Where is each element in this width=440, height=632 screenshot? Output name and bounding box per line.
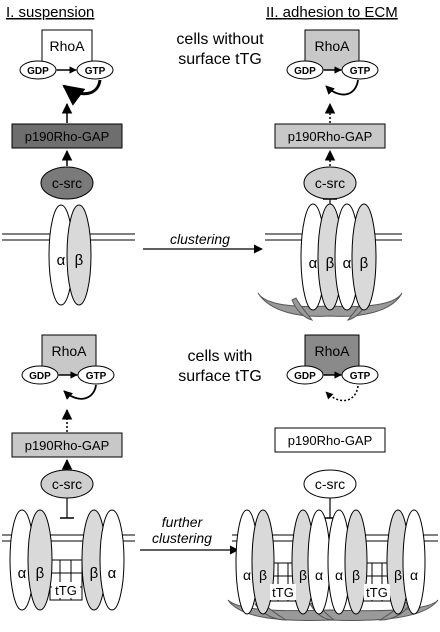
further-clustering-label-line1: further xyxy=(162,514,204,530)
rhoa-label-3: RhoA xyxy=(51,343,87,359)
csrc-ellipse-dark xyxy=(40,166,94,200)
ecm-matrix-2 xyxy=(227,599,439,621)
alpha-label-1: α xyxy=(309,255,318,272)
gdp-ellipse-3 xyxy=(21,365,59,385)
panel-top-left: RhoA GDP GTP p190Rho-GAP c-src α β xyxy=(2,29,135,306)
gap-hydrolysis-arrow-3 xyxy=(63,384,97,400)
alpha-label-2: α xyxy=(343,255,352,272)
gdp-label-3: GDP xyxy=(29,371,51,382)
csrc-label-4: c-src xyxy=(315,476,345,492)
beta-label-1: β xyxy=(326,255,335,272)
beta-label-8: β xyxy=(394,567,402,583)
integrin-alpha-4 xyxy=(99,509,125,611)
integrin-beta xyxy=(66,204,92,306)
csrc-label-2: c-src xyxy=(315,175,345,191)
ttg-label-bg xyxy=(52,582,80,598)
gap-hydrolysis-arrow xyxy=(325,79,359,96)
gdp-label: GDP xyxy=(27,66,49,77)
csrc-label-3: c-src xyxy=(52,476,82,492)
integrin-beta-2 xyxy=(351,203,377,311)
panel-bottom-right: RhoA GDP GTP p190Rho-GAP c-src xyxy=(227,334,439,621)
alpha-label-6: α xyxy=(315,567,323,583)
header-suspension: I. suspension xyxy=(6,4,94,21)
further-clustering-label-line2: clustering xyxy=(152,530,212,546)
alpha-label-5: α xyxy=(243,567,251,583)
ecm-matrix xyxy=(257,292,403,317)
beta-label-4: β xyxy=(90,565,99,582)
gtp-ellipse-3 xyxy=(77,365,115,385)
ttg-label: tTG xyxy=(55,583,77,598)
gap-label-3: p190Rho-GAP xyxy=(25,438,110,453)
rhoa-label-4: RhoA xyxy=(314,343,350,359)
gap-label: p190Rho-GAP xyxy=(25,129,110,144)
gap-label-4: p190Rho-GAP xyxy=(288,433,373,448)
gtp-label: GTP xyxy=(85,66,106,77)
alpha-label-8: α xyxy=(410,567,418,583)
gap-box-dark xyxy=(11,123,123,149)
gap-box-light-3 xyxy=(11,432,123,458)
gtp-ellipse xyxy=(76,60,114,80)
gap-box-white xyxy=(274,427,386,453)
beta-label-7: β xyxy=(352,567,360,583)
gdp-label-4: GDP xyxy=(294,371,316,382)
caption-top-line2: surface tTG xyxy=(178,51,262,68)
clustering-label: clustering xyxy=(170,231,230,247)
gap-label-2: p190Rho-GAP xyxy=(288,129,373,144)
beta-label: β xyxy=(75,252,84,269)
caption-top-line1: cells without xyxy=(176,31,264,48)
ttg-label-bg-2a xyxy=(270,584,296,600)
gdp-ellipse-2 xyxy=(286,60,324,80)
integrin-beta-7 xyxy=(344,509,368,615)
integrin-beta-3 xyxy=(27,509,53,611)
gap-box-light xyxy=(274,123,386,149)
gap-hydrolysis-arrow-strong xyxy=(62,79,102,106)
integrin-alpha-6 xyxy=(307,509,331,615)
gdp-ellipse-4 xyxy=(286,365,324,385)
gtp-label-2: GTP xyxy=(350,66,371,77)
gdp-ellipse xyxy=(19,60,57,80)
caption-bottom-line2: surface tTG xyxy=(178,368,262,385)
beta-label-6: β xyxy=(299,567,307,583)
alpha-label: α xyxy=(57,252,66,269)
caption-bottom-line1: cells with xyxy=(188,348,253,365)
gtp-label-4: GTP xyxy=(350,371,371,382)
integrin-beta-5 xyxy=(251,509,275,615)
alpha-label-4: α xyxy=(108,565,117,582)
panel-top-right: RhoA GDP GTP p190Rho-GAP c-src α β α β xyxy=(257,29,403,321)
ttg-label-bg-2b xyxy=(364,584,390,600)
alpha-label-7: α xyxy=(335,567,343,583)
beta-label-5: β xyxy=(259,567,267,583)
alpha-label-3: α xyxy=(18,565,27,582)
rhoa-label: RhoA xyxy=(49,38,85,54)
gtp-label-3: GTP xyxy=(86,371,107,382)
ttg-label-2b: tTG xyxy=(366,585,388,600)
rhoa-label-2: RhoA xyxy=(314,38,350,54)
ttg-label-2a: tTG xyxy=(272,585,294,600)
csrc-label: c-src xyxy=(52,175,82,191)
beta-label-3: β xyxy=(36,565,45,582)
gdp-label-2: GDP xyxy=(294,66,316,77)
header-adhesion: II. adhesion to ECM xyxy=(266,4,398,21)
ecm-fiber-left xyxy=(291,297,314,321)
gtp-ellipse-4 xyxy=(341,365,379,385)
gtp-ellipse-2 xyxy=(341,60,379,80)
panel-bottom-left: RhoA GDP GTP p190Rho-GAP c-src α β β α xyxy=(2,334,135,611)
integrin-alpha-8 xyxy=(402,509,426,615)
beta-label-2: β xyxy=(360,255,369,272)
gap-hydrolysis-dotted-arrow xyxy=(325,385,359,402)
